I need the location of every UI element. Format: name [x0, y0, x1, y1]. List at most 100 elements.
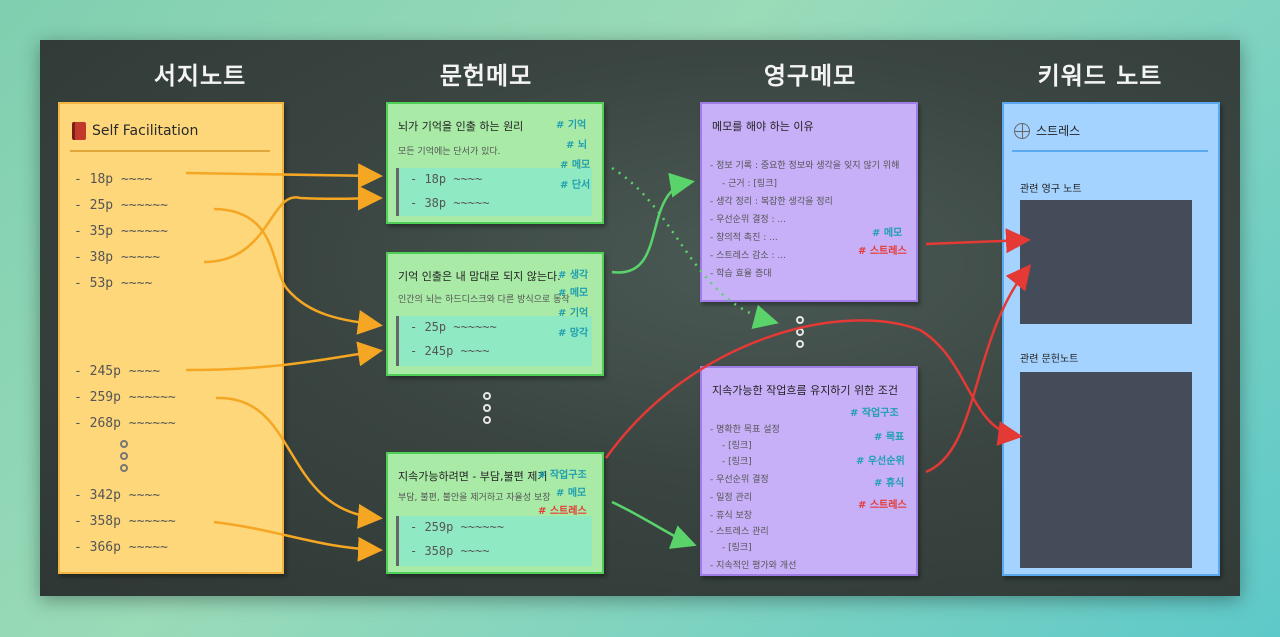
tag[interactable]: # 생각: [558, 270, 589, 281]
source-item[interactable]: - 366p ~~~~~: [74, 540, 168, 555]
arrow-orange: [215, 396, 383, 529]
permanent-note-item: - 지속적인 평가와 개선: [710, 561, 797, 571]
keyword-note-card[interactable]: 스트레스 관련 영구 노트 관련 문헌노트: [1002, 102, 1220, 576]
literature-note-subtitle: 모든 기억에는 단서가 있다.: [398, 147, 501, 157]
divider: [70, 150, 270, 152]
permanent-note-item: - 우선순위 결정 : ...: [710, 215, 786, 225]
tag[interactable]: # 메모: [560, 160, 591, 171]
arrow-orange: [213, 520, 383, 562]
link-arrows: [185, 163, 1032, 562]
source-note-card[interactable]: Self Facilitation - 18p ~~~~ - 25p ~~~~~…: [58, 102, 284, 574]
arrow-green: [611, 500, 697, 549]
tag[interactable]: # 작업구조: [538, 470, 587, 481]
arrow-orange: [213, 207, 383, 335]
permanent-note-item: - 명확한 목표 설정: [710, 425, 780, 435]
literature-note-subtitle: 인간의 뇌는 하드디스크와 다른 방식으로 동작: [398, 295, 570, 305]
divider: [1012, 150, 1208, 152]
ellipsis-dots: [796, 316, 804, 348]
keyword-note-title: 스트레스: [1036, 124, 1081, 138]
literature-note-title: 뇌가 기억을 인출 하는 원리: [398, 120, 524, 133]
permanent-note-card[interactable]: 지속가능한 작업흐름 유지하기 위한 조건 - 명확한 목표 설정 - [링크]…: [700, 366, 918, 576]
source-note-title: Self Facilitation: [92, 123, 199, 139]
book-icon: [72, 122, 86, 140]
permanent-note-item: - 생각 정리 : 복잡한 생각을 정리: [710, 197, 833, 207]
tag[interactable]: # 스트레스: [538, 506, 587, 517]
source-item[interactable]: - 35p ~~~~~~: [74, 224, 168, 239]
permanent-note-item[interactable]: - 근거 : [링크]: [722, 179, 778, 189]
ellipsis-dots: [483, 392, 491, 424]
tag[interactable]: # 뇌: [566, 140, 588, 151]
reference-block: - 18p ~~~~ - 38p ~~~~~: [396, 168, 592, 216]
literature-note-title: 기억 인출은 내 맘대로 되지 않는다.: [398, 270, 561, 283]
related-literature-embed[interactable]: [1020, 372, 1192, 568]
tag[interactable]: # 기억: [558, 308, 589, 319]
permanent-note-item[interactable]: - [링크]: [722, 441, 752, 451]
arrow-green: [611, 172, 695, 274]
reference-block: - 259p ~~~~~~ - 358p ~~~~: [396, 516, 592, 566]
permanent-note-item: - 휴식 보장: [710, 511, 753, 521]
source-item[interactable]: - 245p ~~~~: [74, 364, 161, 379]
tag[interactable]: # 망각: [558, 328, 589, 339]
reference-item[interactable]: - 38p ~~~~~: [410, 196, 490, 210]
source-item[interactable]: - 268p ~~~~~~: [74, 416, 176, 431]
related-permanent-embed[interactable]: [1020, 200, 1192, 324]
reference-item[interactable]: - 358p ~~~~: [410, 544, 490, 558]
arrow-red: [925, 264, 1032, 474]
permanent-note-item: - 일정 관리: [710, 493, 753, 503]
literature-note-subtitle: 부담, 불편, 불안을 제거하고 자율성 보장: [398, 493, 551, 503]
tag[interactable]: # 목표: [874, 432, 905, 443]
permanent-note-title: 지속가능한 작업흐름 유지하기 위한 조건: [712, 384, 899, 397]
source-item[interactable]: - 259p ~~~~~~: [74, 390, 176, 405]
reference-block: - 25p ~~~~~~ - 245p ~~~~: [396, 316, 592, 366]
literature-note-card[interactable]: 기억 인출은 내 맘대로 되지 않는다. 인간의 뇌는 하드디스크와 다른 방식…: [386, 252, 604, 376]
source-item[interactable]: - 25p ~~~~~~: [74, 198, 168, 213]
permanent-note-item: - 창의적 촉진 : ...: [710, 233, 778, 243]
related-literature-label: 관련 문헌노트: [1020, 354, 1079, 365]
column-title-keyword: 키워드 노트: [1037, 62, 1163, 90]
reference-item[interactable]: - 18p ~~~~: [410, 172, 483, 186]
related-permanent-label: 관련 영구 노트: [1020, 184, 1082, 195]
column-title-literature: 문헌메모: [439, 62, 533, 90]
tag[interactable]: # 휴식: [874, 478, 905, 489]
ellipsis-dots: [120, 440, 128, 472]
permanent-note-item: - 스트레스 감소 : ...: [710, 251, 786, 261]
reference-item[interactable]: - 245p ~~~~: [410, 344, 490, 358]
tag[interactable]: # 단서: [560, 180, 591, 191]
source-item[interactable]: - 358p ~~~~~~: [74, 514, 176, 529]
arrow-red: [925, 228, 1031, 254]
permanent-note-item: - 정보 기록 : 중요한 정보와 생각을 잊지 않기 위해: [710, 161, 900, 171]
tag[interactable]: # 메모: [558, 288, 589, 299]
permanent-note-item[interactable]: - [링크]: [722, 457, 752, 467]
spider-web-icon: [1014, 122, 1030, 139]
permanent-note-item: - 우선순위 결정: [710, 475, 769, 485]
tag[interactable]: # 메모: [556, 488, 587, 499]
tag[interactable]: # 우선순위: [856, 456, 905, 467]
permanent-note-item: - 스트레스 관리: [710, 527, 769, 537]
column-title-source: 서지노트: [153, 62, 247, 90]
reference-item[interactable]: - 25p ~~~~~~: [410, 320, 497, 334]
tag[interactable]: # 스트레스: [858, 246, 907, 257]
arrow-orange: [185, 163, 383, 189]
reference-item[interactable]: - 259p ~~~~~~: [410, 520, 504, 534]
arrow-orange: [203, 185, 383, 264]
source-item[interactable]: - 53p ~~~~: [74, 276, 153, 291]
tag[interactable]: # 기억: [556, 120, 587, 131]
source-item[interactable]: - 38p ~~~~~: [74, 250, 161, 265]
tag[interactable]: # 메모: [872, 228, 903, 239]
permanent-note-item[interactable]: - [링크]: [722, 543, 752, 553]
column-title-permanent: 영구메모: [763, 62, 857, 90]
literature-note-card[interactable]: 지속가능하려면 - 부담,불편 제거 부담, 불편, 불안을 제거하고 자율성 …: [386, 452, 604, 574]
zettelkasten-board: 서지노트 문헌메모 영구메모 키워드 노트 Self Facilitation …: [40, 40, 1240, 596]
permanent-note-item: - 학습 효율 증대: [710, 269, 772, 279]
tag[interactable]: # 스트레스: [858, 500, 907, 511]
arrow-orange: [185, 341, 383, 372]
permanent-note-title: 메모를 해야 하는 이유: [712, 120, 814, 133]
permanent-note-card[interactable]: 메모를 해야 하는 이유 - 정보 기록 : 중요한 정보와 생각을 잊지 않기…: [700, 102, 918, 302]
literature-note-title: 지속가능하려면 - 부담,불편 제거: [398, 470, 548, 483]
source-item[interactable]: - 342p ~~~~: [74, 488, 161, 503]
tag[interactable]: # 작업구조: [850, 408, 899, 419]
arrow-green: [611, 166, 779, 330]
source-item[interactable]: - 18p ~~~~: [74, 172, 153, 187]
arrow-red: [604, 319, 1023, 459]
literature-note-card[interactable]: 뇌가 기억을 인출 하는 원리 모든 기억에는 단서가 있다. - 18p ~~…: [386, 102, 604, 224]
